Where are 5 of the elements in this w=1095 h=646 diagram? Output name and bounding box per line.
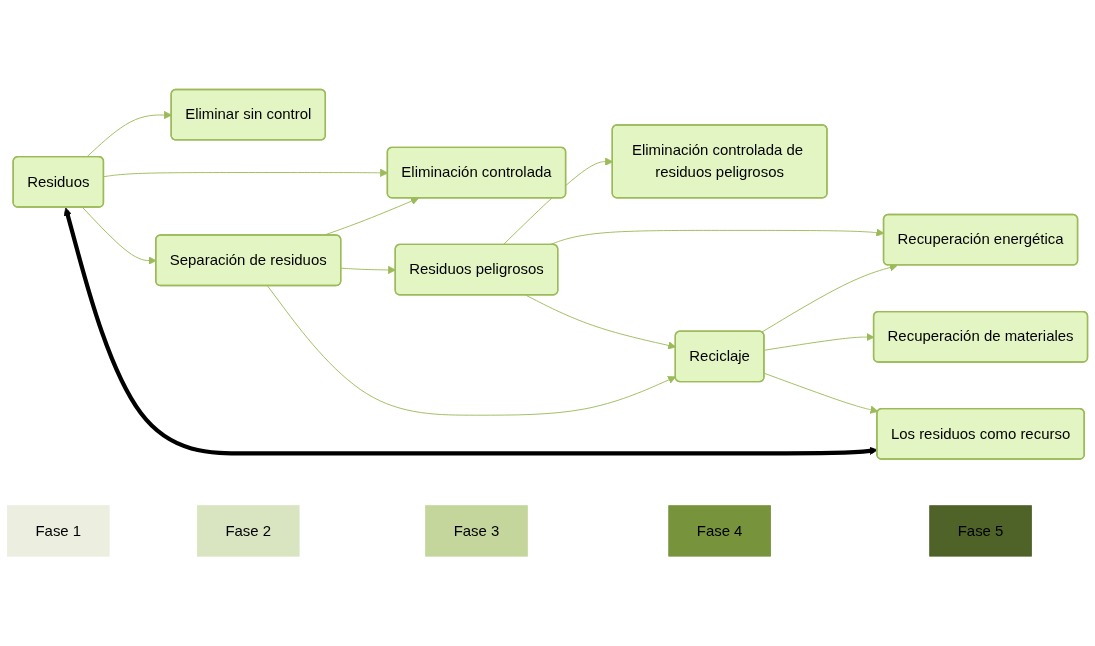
node-box: Fase 4 [668, 505, 771, 557]
node-box: Fase 5 [929, 505, 1032, 557]
node-box: Fase 1 [7, 505, 110, 557]
node-box: Fase 2 [196, 505, 300, 557]
node-box: Fase 3 [425, 505, 528, 557]
